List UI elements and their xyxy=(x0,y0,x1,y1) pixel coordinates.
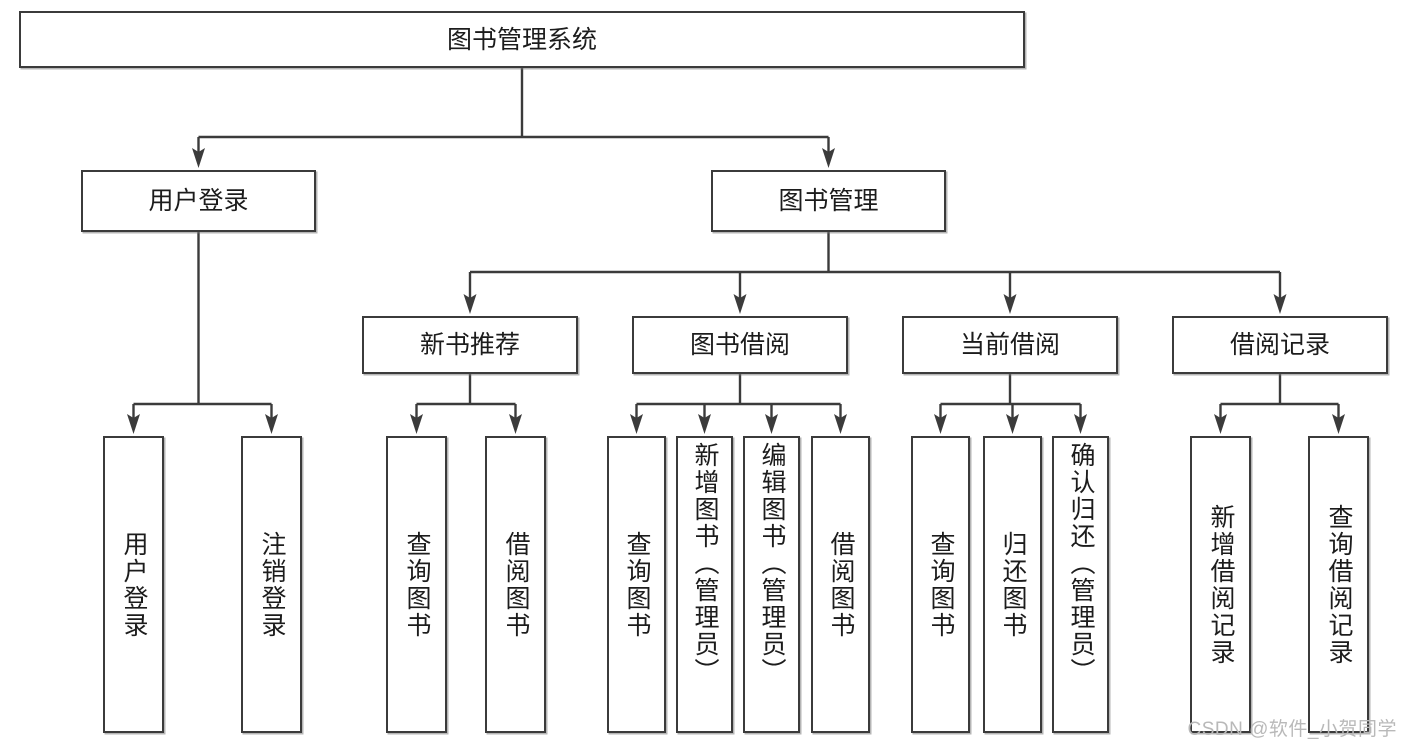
node-label: 编辑图书（管理员） xyxy=(758,442,786,685)
arrowhead-icon xyxy=(463,294,477,314)
node-leaf-add-record[interactable]: 新增借阅记录 xyxy=(1190,436,1251,733)
arrowhead-icon xyxy=(265,414,278,434)
node-label: 归还图书 xyxy=(999,530,1027,639)
arrowhead-icon xyxy=(834,414,847,434)
arrowhead-icon xyxy=(1273,294,1287,314)
node-root[interactable]: 图书管理系统 xyxy=(19,11,1025,68)
arrowhead-icon xyxy=(1006,414,1019,434)
node-book-borrow[interactable]: 图书借阅 xyxy=(632,316,848,374)
node-label: 查询图书 xyxy=(623,530,651,639)
arrowhead-icon xyxy=(822,148,835,168)
node-leaf-confirm-return[interactable]: 确认归还（管理员） xyxy=(1052,436,1109,733)
arrowhead-icon xyxy=(1332,414,1345,434)
arrowhead-icon xyxy=(1003,294,1017,314)
node-leaf-user-logout[interactable]: 注销登录 xyxy=(241,436,302,733)
node-label: 新增借阅记录 xyxy=(1207,503,1235,666)
node-leaf-query-book-2[interactable]: 查询图书 xyxy=(607,436,666,733)
node-leaf-user-login[interactable]: 用户登录 xyxy=(103,436,164,733)
node-label: 确认归还（管理员） xyxy=(1067,442,1095,685)
node-label: 查询图书 xyxy=(927,530,955,639)
arrowhead-icon xyxy=(934,414,947,434)
node-label: 用户登录 xyxy=(148,187,249,215)
arrowhead-icon xyxy=(192,148,205,168)
node-label: 查询借阅记录 xyxy=(1325,503,1353,666)
arrowhead-icon xyxy=(1074,414,1087,434)
arrowhead-icon xyxy=(1214,414,1227,434)
arrowhead-icon xyxy=(733,294,747,314)
node-label: 借阅记录 xyxy=(1229,331,1330,359)
node-label: 借阅图书 xyxy=(502,530,530,639)
node-leaf-query-book-3[interactable]: 查询图书 xyxy=(911,436,970,733)
node-borrow-record[interactable]: 借阅记录 xyxy=(1172,316,1388,374)
node-leaf-query-record[interactable]: 查询借阅记录 xyxy=(1308,436,1369,733)
node-leaf-query-book-1[interactable]: 查询图书 xyxy=(386,436,447,733)
node-new-book-rec[interactable]: 新书推荐 xyxy=(362,316,578,374)
arrowhead-icon xyxy=(127,414,140,434)
node-label: 图书借阅 xyxy=(689,331,790,359)
node-leaf-add-book[interactable]: 新增图书（管理员） xyxy=(676,436,733,733)
node-leaf-borrow-book-1[interactable]: 借阅图书 xyxy=(485,436,546,733)
node-label: 当前借阅 xyxy=(959,331,1060,359)
node-label: 图书管理 xyxy=(778,187,879,215)
arrowhead-icon xyxy=(630,414,643,434)
node-user-login[interactable]: 用户登录 xyxy=(81,170,316,232)
node-label: 用户登录 xyxy=(120,530,148,639)
node-label: 新增图书（管理员） xyxy=(691,442,719,685)
node-current-borrow[interactable]: 当前借阅 xyxy=(902,316,1118,374)
node-label: 图书管理系统 xyxy=(446,25,597,54)
node-leaf-return-book[interactable]: 归还图书 xyxy=(983,436,1042,733)
arrowhead-icon xyxy=(765,414,778,434)
arrowhead-icon xyxy=(509,414,522,434)
node-label: 借阅图书 xyxy=(827,530,855,639)
node-label: 查询图书 xyxy=(403,530,431,639)
node-book-manage[interactable]: 图书管理 xyxy=(711,170,946,232)
arrowhead-icon xyxy=(410,414,423,434)
node-leaf-edit-book[interactable]: 编辑图书（管理员） xyxy=(743,436,800,733)
edge-paths xyxy=(127,68,1345,434)
node-label: 新书推荐 xyxy=(419,331,520,359)
node-leaf-borrow-book-2[interactable]: 借阅图书 xyxy=(811,436,870,733)
node-label: 注销登录 xyxy=(258,530,286,639)
arrowhead-icon xyxy=(698,414,711,434)
